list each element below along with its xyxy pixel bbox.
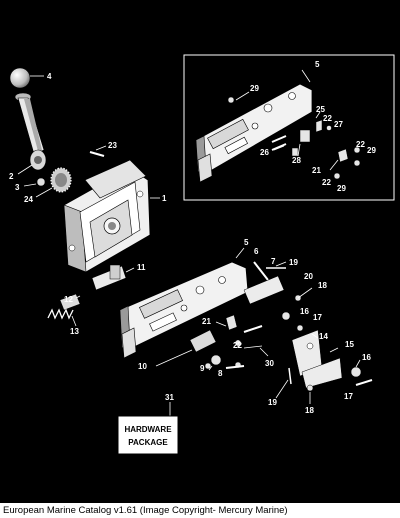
callout-21: 21: [202, 317, 211, 326]
callout-9: 9: [200, 364, 205, 373]
callout-27: 27: [334, 120, 343, 129]
callout-14: 14: [319, 332, 328, 341]
callout-1: 1: [162, 194, 167, 203]
callout-12: 12: [64, 295, 73, 304]
callout-3: 3: [15, 183, 20, 192]
hardware-package-line1: HARDWARE: [124, 425, 172, 434]
callout-19-a: 19: [289, 258, 298, 267]
control-handle: [9, 67, 47, 171]
callout-18-b: 18: [305, 406, 314, 415]
neutral-switch: [91, 264, 127, 291]
inset-bracket-plate: [195, 83, 313, 183]
callout-7: 7: [271, 257, 276, 266]
callout-23: 23: [108, 141, 117, 150]
leader-lines: [17, 69, 361, 416]
hub-washer: [36, 167, 72, 193]
callout-19-b: 19: [268, 398, 277, 407]
hardware-package-box: [117, 415, 179, 455]
callout-11: 11: [137, 263, 146, 272]
callout-16-b: 16: [362, 353, 371, 362]
callout-21-inset: 21: [312, 166, 321, 175]
pin-23: [89, 150, 105, 158]
callout-22-inset-b: 22: [356, 140, 365, 149]
callout-4: 4: [47, 72, 52, 81]
hardware-package-line2: PACKAGE: [128, 438, 168, 447]
callout-15: 15: [345, 340, 354, 349]
callout-13: 13: [70, 327, 79, 336]
inset-detail-box: [183, 54, 395, 201]
callout-26: 26: [260, 148, 269, 157]
inset-small-parts: [227, 96, 361, 180]
callout-25: 25: [316, 105, 325, 114]
callout-30: 30: [265, 359, 274, 368]
callout-29-inset-b: 29: [367, 146, 376, 155]
callout-22-inset-c: 22: [322, 178, 331, 187]
callout-18-a: 18: [318, 281, 327, 290]
detent-spring: [47, 308, 74, 320]
callout-5: 5: [244, 238, 249, 247]
exploded-parts-diagram: HARDWARE PACKAGE 4 23 2 3 24 1 5 29 25 2…: [9, 54, 395, 455]
copyright-caption: European Marine Catalog v1.61 (Image Cop…: [0, 503, 400, 518]
callout-24: 24: [24, 195, 33, 204]
callout-16-a: 16: [300, 307, 309, 316]
callout-20: 20: [304, 272, 313, 281]
callout-22: 22: [233, 341, 242, 350]
lower-bracket-plate: [119, 261, 249, 359]
callout-5-inset: 5: [315, 60, 320, 69]
callout-8: 8: [218, 369, 223, 378]
callout-28: 28: [292, 156, 301, 165]
callout-29-inset-a: 29: [250, 84, 259, 93]
callout-17-b: 17: [344, 392, 353, 401]
callout-22-inset-a: 22: [323, 114, 332, 123]
callout-31: 31: [165, 393, 174, 402]
callout-6: 6: [254, 247, 259, 256]
callout-17-a: 17: [313, 313, 322, 322]
callout-10: 10: [138, 362, 147, 371]
callout-2: 2: [9, 172, 14, 181]
lower-small-parts: [189, 261, 373, 392]
detent-plunger: [59, 293, 81, 311]
control-housing: [63, 159, 151, 273]
callout-29-inset-c: 29: [337, 184, 346, 193]
